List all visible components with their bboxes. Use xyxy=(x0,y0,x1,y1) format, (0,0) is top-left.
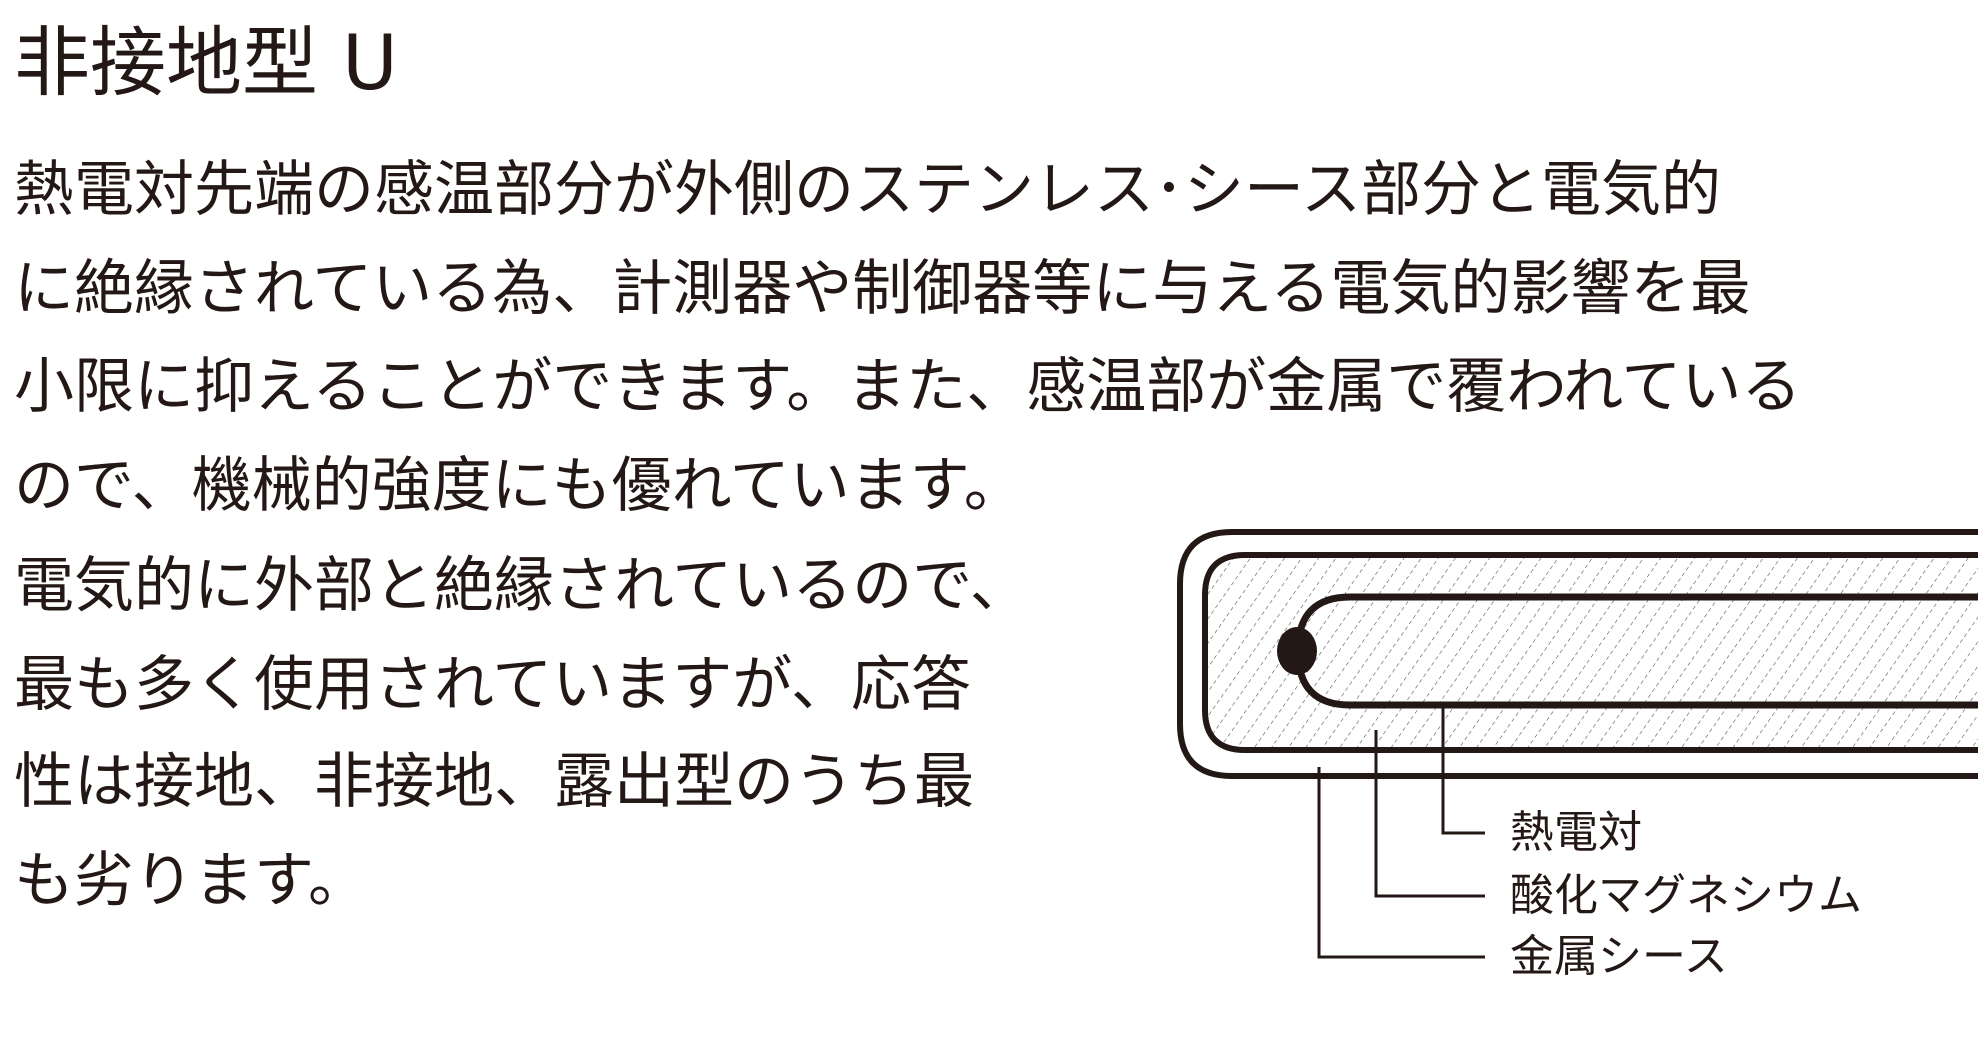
label-magnesium-oxide: 酸化マグネシウム xyxy=(1510,870,1862,921)
label-metal-sheath: 金属シース xyxy=(1510,931,1728,982)
body-line-4: ので、機械的強度にも優れています。 xyxy=(14,451,1024,521)
body-line-1: 熱電対先端の感温部分が外側のステンレス･シース部分と電気的 xyxy=(14,155,1721,225)
body-line-8: も劣ります。 xyxy=(14,846,368,916)
magnesium-oxide-outline xyxy=(1202,552,1978,753)
body-line-6: 最も多く使用されていますが、応答 xyxy=(14,650,971,720)
metal-sheath-outline xyxy=(1177,529,1978,779)
body-line-3: 小限に抑えることができます。また、感温部が金属で覆われている xyxy=(14,352,1802,422)
magnesium-oxide-fill xyxy=(1205,555,1978,750)
body-line-7: 性は接地、非接地、露出型のうち最 xyxy=(14,747,974,817)
thermocouple-junction xyxy=(1277,627,1317,675)
leader-thermocouple xyxy=(1441,705,1485,835)
body-line-2: に絶縁されている為、計測器や制御器等に与える電気的影響を最 xyxy=(14,254,1751,324)
label-thermocouple: 熱電対 xyxy=(1510,807,1642,858)
leader-metal-sheath xyxy=(1317,767,1485,959)
leader-magnesium-oxide xyxy=(1374,730,1485,898)
page-title: 非接地型 U xyxy=(14,18,398,107)
body-line-5: 電気的に外部と絶縁されているので、 xyxy=(14,551,1030,621)
